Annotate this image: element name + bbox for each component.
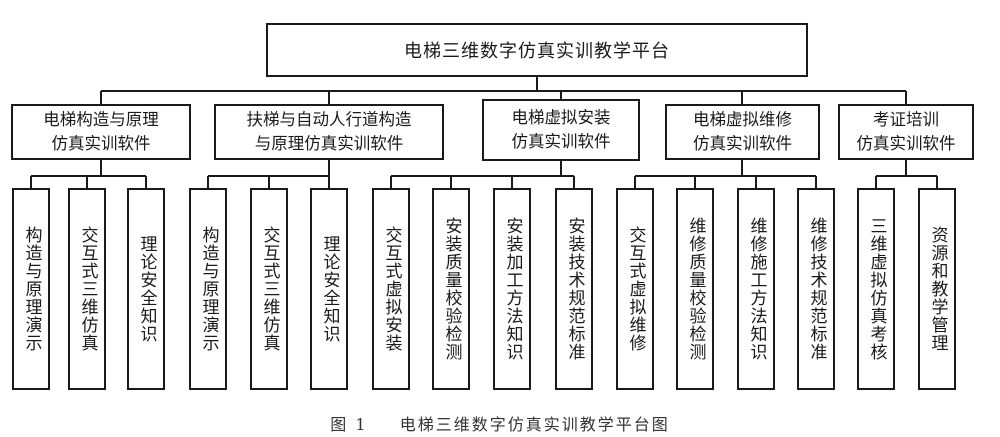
category-label: 电梯构造与原理 仿真实训软件 — [43, 110, 159, 153]
leaf-box: 维修技术规范标准 — [797, 188, 835, 390]
leaf-label: 理论安全知识 — [136, 235, 157, 343]
category-label: 电梯虚拟维修 仿真实训软件 — [693, 110, 792, 153]
leaf-box: 构造与原理演示 — [189, 188, 227, 390]
leaf-box: 交互式三维仿真 — [68, 188, 106, 390]
leaf-label: 理论安全知识 — [319, 235, 340, 343]
leaf-label: 构造与原理演示 — [198, 226, 219, 352]
category-box-certification-training: 考证培训 仿真实训软件 — [838, 104, 974, 160]
root-box: 电梯三维数字仿真实训教学平台 — [266, 23, 808, 77]
category-box-escalator-structure: 扶梯与自动人行道构造 与原理仿真实训软件 — [214, 104, 444, 160]
category-label: 扶梯与自动人行道构造 与原理仿真实训软件 — [246, 110, 412, 153]
leaf-label: 交互式虚拟安装 — [381, 226, 402, 352]
root-label: 电梯三维数字仿真实训教学平台 — [404, 41, 670, 62]
leaf-box: 安装质量校验检测 — [432, 188, 470, 390]
leaf-box: 构造与原理演示 — [12, 188, 50, 390]
leaf-box: 交互式虚拟安装 — [372, 188, 410, 390]
leaf-label: 交互式虚拟维修 — [625, 226, 646, 352]
leaf-box: 资源和教学管理 — [918, 188, 956, 390]
category-box-virtual-maintenance: 电梯虚拟维修 仿真实训软件 — [665, 104, 820, 160]
leaf-box: 理论安全知识 — [127, 188, 165, 390]
leaf-box: 三维虚拟仿真考核 — [857, 188, 895, 390]
leaf-label: 资源和教学管理 — [927, 226, 948, 352]
figure-number: 图 1 — [330, 415, 368, 434]
leaf-box: 交互式三维仿真 — [250, 188, 288, 390]
leaf-box: 维修施工方法知识 — [737, 188, 775, 390]
leaf-box: 安装加工方法知识 — [493, 188, 531, 390]
leaf-box: 理论安全知识 — [310, 188, 348, 390]
leaf-box: 维修质量校验检测 — [676, 188, 714, 390]
category-label: 电梯虚拟安装 仿真实训软件 — [511, 108, 611, 151]
leaf-label: 维修技术规范标准 — [806, 217, 827, 361]
leaf-box: 交互式虚拟维修 — [616, 188, 654, 390]
category-box-elevator-structure: 电梯构造与原理 仿真实训软件 — [11, 104, 191, 160]
figure-caption: 图 1 电梯三维数字仿真实训教学平台图 — [0, 411, 1000, 435]
leaf-label: 交互式三维仿真 — [77, 226, 98, 352]
leaf-label: 构造与原理演示 — [21, 226, 42, 352]
leaf-label: 维修施工方法知识 — [746, 217, 767, 361]
leaf-label: 安装质量校验检测 — [441, 217, 462, 361]
leaf-box: 安装技术规范标准 — [555, 188, 593, 390]
leaf-label: 三维虚拟仿真考核 — [866, 217, 887, 361]
category-box-virtual-installation: 电梯虚拟安装 仿真实训软件 — [482, 99, 640, 161]
leaf-label: 安装加工方法知识 — [502, 217, 523, 361]
leaf-label: 安装技术规范标准 — [564, 217, 585, 361]
category-label: 考证培训 仿真实训软件 — [856, 110, 956, 153]
leaf-label: 交互式三维仿真 — [259, 226, 280, 352]
leaf-label: 维修质量校验检测 — [685, 217, 706, 361]
figure-title: 电梯三维数字仿真实训教学平台图 — [399, 415, 670, 434]
